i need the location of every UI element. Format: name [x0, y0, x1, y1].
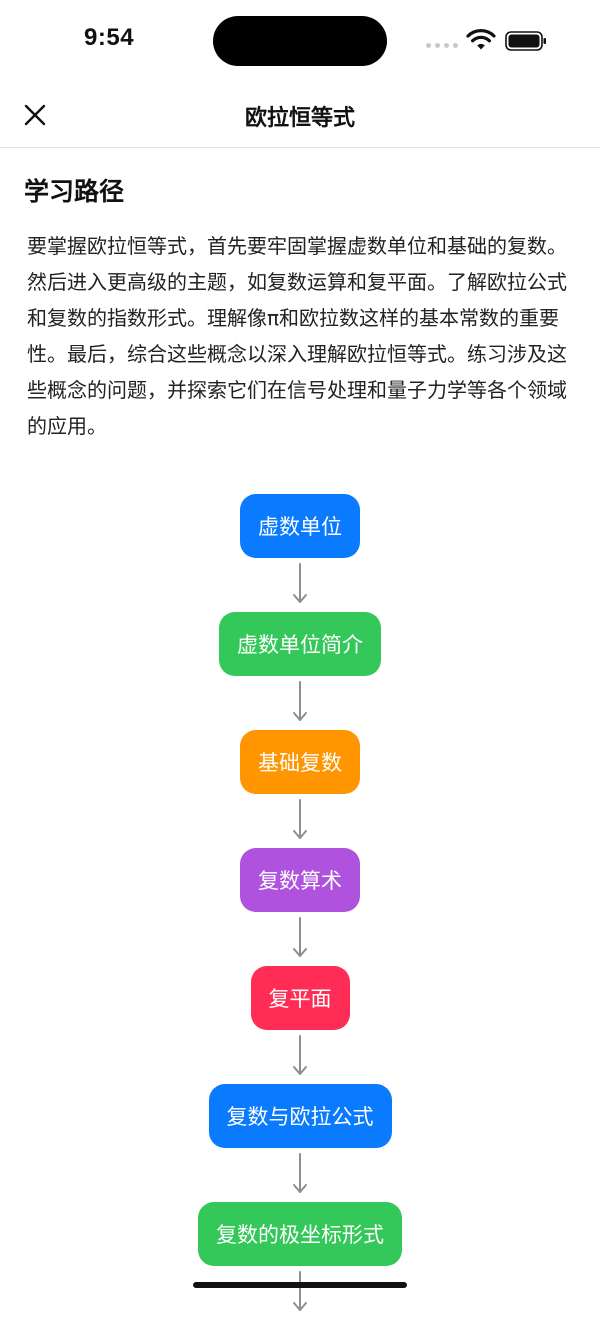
flow-node-row: 基础复数: [0, 730, 600, 794]
flow-node[interactable]: 复平面: [250, 966, 350, 1030]
flow-arrow-icon: [0, 1266, 600, 1320]
cellular-signal-icon: [426, 43, 458, 48]
section-title: 学习路径: [24, 177, 125, 206]
flow-arrow-icon: [0, 1030, 600, 1084]
flow-node-row: 虚数单位: [0, 494, 600, 558]
flow-arrow-icon: [0, 558, 600, 612]
flow-node-row: 复数算术: [0, 848, 600, 912]
flow-arrow-icon: [0, 794, 600, 848]
flow-arrow-icon: [0, 676, 600, 730]
close-icon[interactable]: [18, 98, 52, 132]
flow-node-row: 复平面: [0, 966, 600, 1030]
flow-node-row: 复数的极坐标形式: [0, 1202, 600, 1266]
status-time: 9:54: [84, 24, 135, 51]
flow-node-row: 复数与欧拉公式: [0, 1084, 600, 1148]
flow-node[interactable]: 复数与欧拉公式: [208, 1084, 392, 1148]
flow-node[interactable]: 虚数单位简介: [219, 612, 381, 676]
flow-node[interactable]: 基础复数: [240, 730, 360, 794]
flow-node-row: 虚数单位简介: [0, 612, 600, 676]
flow-arrow-icon: [0, 912, 600, 966]
learning-path-description: 要掌握欧拉恒等式，首先要牢固掌握虚数单位和基础的复数。然后进入更高级的主题，如复…: [27, 234, 567, 438]
status-bar: 9:54: [0, 0, 600, 84]
flow-node[interactable]: 虚数单位: [240, 494, 360, 558]
flow-node[interactable]: 复数算术: [240, 848, 360, 912]
battery-icon: [505, 31, 546, 51]
nav-title: 欧拉恒等式: [244, 106, 355, 131]
flow-node[interactable]: 复数的极坐标形式: [198, 1202, 402, 1266]
flow-arrow-icon: [0, 1148, 600, 1202]
wifi-icon: [466, 29, 496, 50]
navigation-bar: 欧拉恒等式: [0, 84, 600, 148]
dynamic-island: [213, 16, 387, 66]
home-indicator: [193, 1282, 407, 1288]
learning-path-flowchart: 虚数单位虚数单位简介基础复数复数算术复平面复数与欧拉公式复数的极坐标形式: [0, 494, 600, 1320]
